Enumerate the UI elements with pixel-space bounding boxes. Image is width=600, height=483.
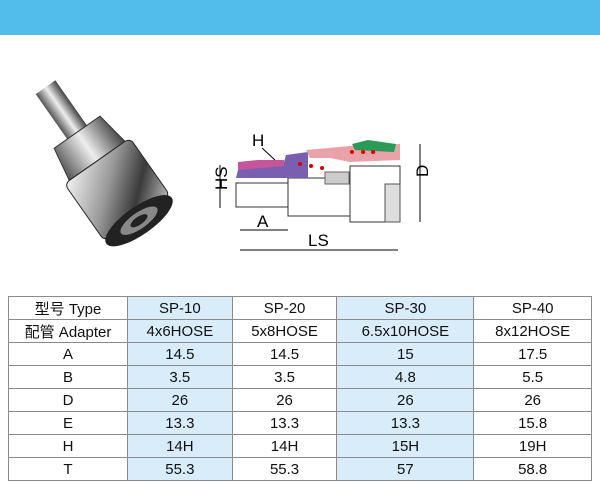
cell: 13.3 (127, 411, 233, 435)
cell: 26 (473, 388, 592, 412)
product-photo (35, 80, 173, 247)
cell: 13.3 (336, 411, 475, 435)
cell: 5x8HOSE (231, 319, 338, 343)
cell: 4x6HOSE (127, 319, 233, 343)
cell: 15H (336, 434, 475, 458)
cell: 57 (336, 457, 475, 481)
cell: 55.3 (127, 457, 233, 481)
row-label: T (8, 457, 128, 481)
cell: 14H (231, 434, 338, 458)
label-h: H (252, 131, 264, 150)
cell: SP-40 (473, 296, 592, 320)
label-a: A (257, 212, 269, 231)
cell: 26 (336, 388, 475, 412)
row-label: A (8, 342, 128, 366)
row-label: D (8, 388, 128, 412)
cell: 3.5 (231, 365, 338, 389)
label-ls: LS (308, 231, 329, 250)
cell: 3.5 (127, 365, 233, 389)
cell: 15 (336, 342, 475, 366)
cell: SP-30 (336, 296, 475, 320)
label-hs: HS (212, 166, 231, 190)
dimension-diagram: H HS A LS D (212, 131, 432, 251)
cell: 4.8 (336, 365, 475, 389)
cell: SP-20 (231, 296, 338, 320)
row-label: E (8, 411, 128, 435)
spec-table: 型号 Type SP-10 SP-20 SP-30 SP-40 配管 Adapt… (8, 296, 592, 481)
row-label: 型号 Type (8, 296, 128, 320)
cell: 13.3 (231, 411, 338, 435)
cell: 26 (231, 388, 338, 412)
cell: 14.5 (231, 342, 338, 366)
table-header-row: 型号 Type SP-10 SP-20 SP-30 SP-40 (8, 296, 592, 320)
top-banner (0, 0, 600, 35)
label-d: D (413, 165, 432, 177)
cell: 55.3 (231, 457, 338, 481)
row-label: 配管 Adapter (8, 319, 128, 343)
cell: 14H (127, 434, 233, 458)
cell: 58.8 (473, 457, 592, 481)
cell: SP-10 (127, 296, 233, 320)
cell: 5.5 (473, 365, 592, 389)
cell: 6.5x10HOSE (336, 319, 475, 343)
cell: 19H (473, 434, 592, 458)
cell: 15.8 (473, 411, 592, 435)
cell: 17.5 (473, 342, 592, 366)
row-label: B (8, 365, 128, 389)
row-label: H (8, 434, 128, 458)
cell: 26 (127, 388, 233, 412)
cell: 14.5 (127, 342, 233, 366)
cell: 8x12HOSE (473, 319, 592, 343)
